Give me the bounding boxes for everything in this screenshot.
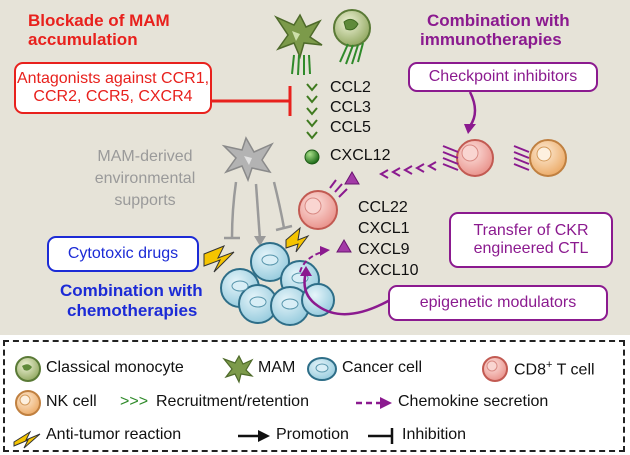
immuno-title-line1: Combination with bbox=[427, 11, 570, 30]
legend-inhibition: Inhibition bbox=[402, 426, 467, 443]
epigenetic-box: epigenetic modulators bbox=[388, 285, 608, 321]
mam-supports-line1: MAM-derived bbox=[97, 148, 193, 165]
lightning-icon bbox=[203, 245, 235, 273]
lightning-icon bbox=[285, 226, 310, 253]
t-cell-icon bbox=[298, 190, 338, 230]
antagonists-line1: Antagonists against CCR1, bbox=[16, 70, 210, 87]
secretion-arrow-dashed bbox=[299, 251, 323, 273]
checkpoint-arrowhead bbox=[464, 124, 476, 134]
legend-recruitment: Recruitment/retention bbox=[156, 393, 309, 410]
cytotoxic-box: Cytotoxic drugs bbox=[47, 236, 199, 272]
epigenetic-label: epigenetic modulators bbox=[419, 294, 577, 311]
chemo-title-line2: chemotherapies bbox=[67, 301, 198, 320]
monocyte-icon bbox=[333, 9, 371, 47]
transfer-line1: Transfer of CKR bbox=[473, 222, 589, 239]
receptor-lines-monocyte bbox=[339, 42, 364, 65]
chemokine-ccl2: CCL2 bbox=[330, 79, 371, 96]
epigenetic-arrowhead bbox=[300, 266, 312, 276]
legend-chemokine-secretion-icon bbox=[356, 397, 392, 409]
immuno-title-line2: immunotherapies bbox=[420, 30, 562, 49]
legend-t-cell-icon bbox=[482, 356, 508, 382]
t-cell-icon bbox=[456, 139, 494, 177]
legend-inhibition-icon bbox=[368, 428, 394, 444]
transfer-line2: engineered CTL bbox=[473, 240, 589, 257]
secretion-arrowhead bbox=[320, 246, 330, 256]
legend-mam-icon bbox=[222, 354, 254, 384]
chemokine-secretion-chevrons bbox=[378, 161, 437, 179]
legend-lightning-icon bbox=[13, 430, 41, 449]
legend-nk-cell-icon bbox=[15, 390, 41, 416]
legend-chemokine-secretion: Chemokine secretion bbox=[398, 393, 549, 410]
mam-supports-line2: environmental bbox=[94, 170, 196, 187]
antagonists-box: Antagonists against CCR1, CCR2, CCR5, CX… bbox=[14, 62, 212, 114]
transfer-ctl-box: Transfer of CKR engineered CTL bbox=[449, 212, 613, 268]
legend-box bbox=[3, 340, 625, 452]
receptor-lines-t-cell-center bbox=[329, 179, 348, 198]
mam-supports-line3: supports bbox=[114, 192, 176, 209]
receptor-lines-mam bbox=[291, 54, 311, 76]
supports-lines bbox=[224, 181, 293, 246]
checkpoint-label: Checkpoint inhibitors bbox=[428, 68, 578, 85]
blockade-title-line2: accumulation bbox=[28, 30, 138, 49]
blockade-title-line1: Blockade of MAM bbox=[28, 11, 170, 30]
checkpoint-arrow bbox=[468, 91, 477, 127]
legend-cd8-main: CD8 bbox=[514, 361, 547, 379]
legend-promotion: Promotion bbox=[276, 426, 349, 443]
chemokine-ccl3: CCL3 bbox=[330, 99, 371, 116]
antagonists-line2: CCR2, CCR5, CXCR4 bbox=[33, 88, 193, 105]
recruitment-chevrons bbox=[306, 83, 318, 140]
checkpoint-box: Checkpoint inhibitors bbox=[408, 62, 598, 92]
chemokine-triangle-lower bbox=[336, 239, 352, 253]
legend-cd8-t-cell: CD8+ T cell bbox=[514, 359, 595, 379]
receptor-lines-t-cell-right bbox=[442, 145, 459, 171]
mam-gray-icon bbox=[221, 136, 274, 183]
chemokine-cxcl1: CXCL1 bbox=[358, 220, 410, 237]
legend-nk-cell: NK cell bbox=[46, 393, 97, 410]
receptor-lines-nk-cell bbox=[513, 145, 530, 171]
legend-classical-monocyte: Classical monocyte bbox=[46, 359, 184, 376]
legend-cancer-cell-icon bbox=[307, 357, 337, 381]
legend-cd8-rest: T cell bbox=[552, 361, 595, 379]
legend-anti-tumor: Anti-tumor reaction bbox=[46, 426, 182, 443]
cytotoxic-label: Cytotoxic drugs bbox=[67, 245, 179, 262]
chemokine-triangle-upper bbox=[344, 171, 360, 185]
legend-promotion-icon bbox=[238, 430, 270, 442]
legend-cd8-sup: + bbox=[546, 359, 553, 371]
chemokine-cxcl12: CXCL12 bbox=[330, 147, 391, 164]
legend-monocyte-icon bbox=[15, 356, 41, 382]
chemo-title-line1: Combination with bbox=[60, 281, 203, 300]
chemokine-cxcl9: CXCL9 bbox=[358, 241, 410, 258]
epigenetic-arrow bbox=[303, 271, 391, 316]
legend-cancer-cell: Cancer cell bbox=[342, 359, 423, 376]
chemokine-ccl5: CCL5 bbox=[330, 119, 371, 136]
mam-icon bbox=[273, 13, 323, 60]
chemokine-ccl22: CCL22 bbox=[358, 199, 408, 216]
nk-cell-icon bbox=[529, 139, 567, 177]
legend-mam: MAM bbox=[258, 359, 296, 376]
legend-recruit-symbol: >>> bbox=[120, 393, 149, 410]
cancer-cell-cluster bbox=[220, 242, 335, 326]
chemokine-ball-green bbox=[304, 149, 320, 165]
chemokine-cxcl10: CXCL10 bbox=[358, 262, 419, 279]
